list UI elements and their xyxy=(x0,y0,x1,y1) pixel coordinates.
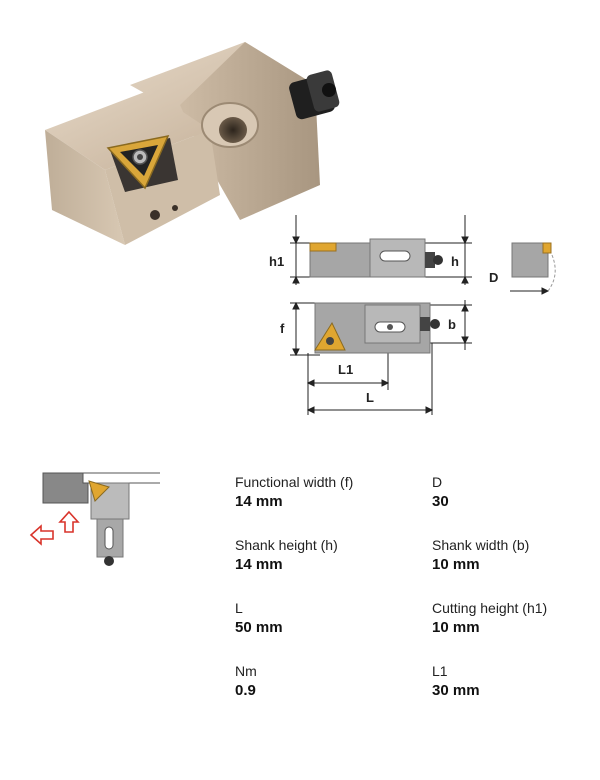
dim-label-f: f xyxy=(280,321,285,336)
spec-value-l1: 30 mm xyxy=(432,682,480,699)
spec-label-shank-width: Shank width (b) xyxy=(432,537,530,553)
spec-label-cutting-height: Cutting height (h1) xyxy=(432,600,548,616)
insert-icon xyxy=(106,134,170,190)
adjusting-screw-icon xyxy=(289,70,340,120)
spec-value-l: 50 mm xyxy=(235,619,283,636)
dimension-drawing xyxy=(290,215,556,415)
spec-label-nm: Nm xyxy=(235,663,257,679)
application-diagram-icon xyxy=(29,472,160,566)
spec-label-functional-width: Functional width (f) xyxy=(235,474,354,490)
spec-label-l: L xyxy=(235,600,243,616)
dim-label-L1: L1 xyxy=(338,362,354,377)
spec-label-d: D xyxy=(432,474,443,490)
tool-cartridge-photo xyxy=(45,42,340,245)
spec-label-l1: L1 xyxy=(432,663,448,679)
dim-label-L: L xyxy=(366,390,374,405)
spec-value-nm: 0.9 xyxy=(235,682,256,699)
dim-label-h: h xyxy=(451,254,459,269)
feed-direction-arrows-icon xyxy=(29,510,80,546)
dim-label-h1: h1 xyxy=(269,254,285,269)
spec-value-cutting-height: 10 mm xyxy=(432,619,480,636)
spec-label-shank-height: Shank height (h) xyxy=(235,537,338,553)
spec-value-d: 30 xyxy=(432,493,449,510)
dim-label-D: D xyxy=(489,270,499,285)
dim-label-b: b xyxy=(448,317,456,332)
spec-value-functional-width: 14 mm xyxy=(235,493,283,510)
spec-value-shank-width: 10 mm xyxy=(432,556,480,573)
spec-value-shank-height: 14 mm xyxy=(235,556,283,573)
